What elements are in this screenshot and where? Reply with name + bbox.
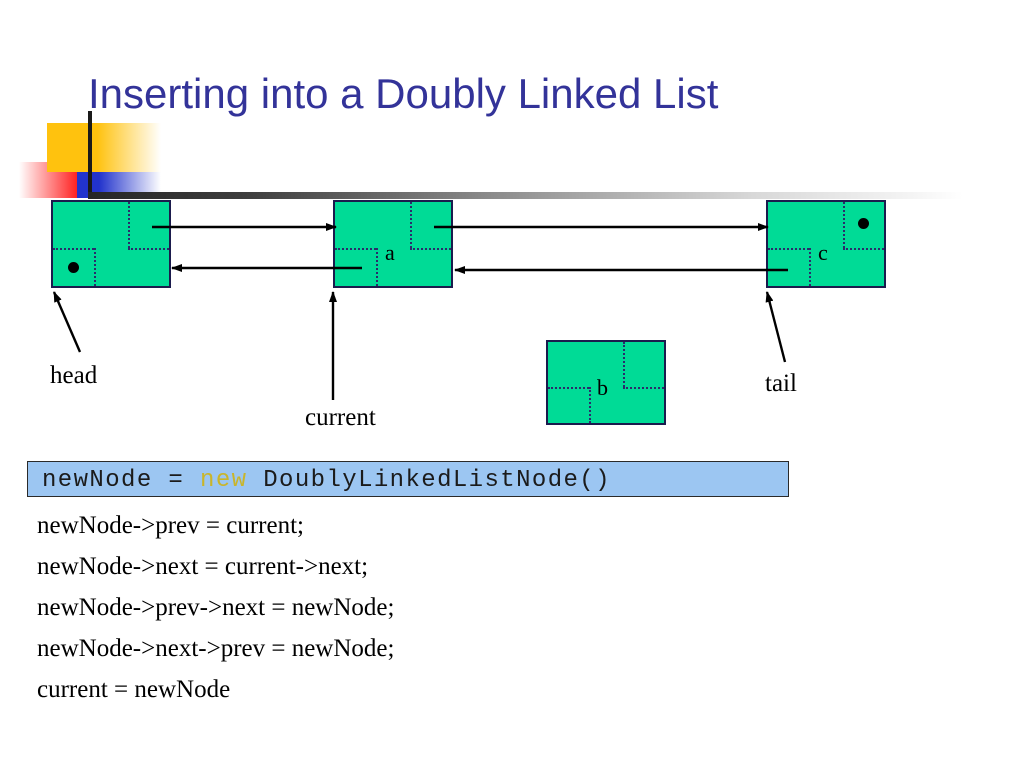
arrow-tail-pointer bbox=[765, 291, 787, 363]
node-cell-divider-right bbox=[623, 386, 664, 389]
node-cell-divider-top bbox=[623, 342, 626, 387]
node-cell-divider-right bbox=[410, 248, 451, 251]
node-label-a: a bbox=[385, 240, 395, 265]
code-statement-list: newNode->prev = current; newNode->next =… bbox=[37, 505, 737, 710]
linked-list-node-b bbox=[546, 340, 666, 425]
code-prefix: newNode = bbox=[42, 467, 201, 494]
page-title: Inserting into a Doubly Linked List bbox=[88, 70, 719, 117]
node-cell-divider-top bbox=[128, 202, 131, 249]
decoration-horizontal-bar bbox=[88, 192, 963, 199]
decoration-yellow-fade bbox=[97, 123, 161, 172]
node-cell-divider-left bbox=[768, 248, 809, 251]
linked-list-node-a bbox=[333, 200, 453, 288]
node-cell-divider-bottom bbox=[588, 386, 591, 423]
node-cell-divider-left bbox=[53, 248, 94, 251]
code-suffix: DoublyLinkedListNode() bbox=[247, 467, 611, 494]
node-cell-divider-top bbox=[843, 202, 846, 249]
code-keyword-new: new bbox=[200, 467, 248, 494]
pointer-label-current: current bbox=[305, 404, 376, 431]
null-pointer-dot bbox=[68, 262, 79, 273]
node-cell-divider-bottom bbox=[93, 248, 96, 286]
linked-list-node-c bbox=[766, 200, 886, 288]
code-line: newNode->next->prev = newNode; bbox=[37, 635, 395, 662]
node-cell-divider-bottom bbox=[375, 248, 378, 286]
code-line: current = newNode bbox=[37, 676, 231, 703]
code-highlighted-text: newNode = new DoublyLinkedListNode() bbox=[42, 467, 611, 494]
node-label-b: b bbox=[597, 375, 608, 400]
code-line: newNode->prev->next = newNode; bbox=[37, 594, 395, 621]
node-cell-divider-right bbox=[128, 248, 169, 251]
node-cell-divider-bottom bbox=[808, 248, 811, 286]
pointer-label-head: head bbox=[50, 362, 98, 389]
node-cell-divider-right bbox=[843, 248, 884, 251]
code-line: newNode->next = current->next; bbox=[37, 553, 369, 580]
node-cell-divider-left bbox=[335, 248, 376, 251]
null-pointer-dot bbox=[858, 218, 869, 229]
arrow-head-pointer bbox=[52, 291, 82, 353]
node-label-c: c bbox=[818, 240, 828, 265]
pointer-label-tail: tail bbox=[765, 370, 797, 397]
code-highlighted-statement: newNode = new DoublyLinkedListNode() bbox=[27, 461, 789, 497]
linked-list-node-head bbox=[51, 200, 171, 288]
node-cell-divider-top bbox=[410, 202, 413, 249]
code-line: newNode->prev = current; bbox=[37, 512, 304, 539]
node-cell-divider-left bbox=[548, 386, 589, 389]
decoration-vertical-rule bbox=[88, 111, 92, 198]
